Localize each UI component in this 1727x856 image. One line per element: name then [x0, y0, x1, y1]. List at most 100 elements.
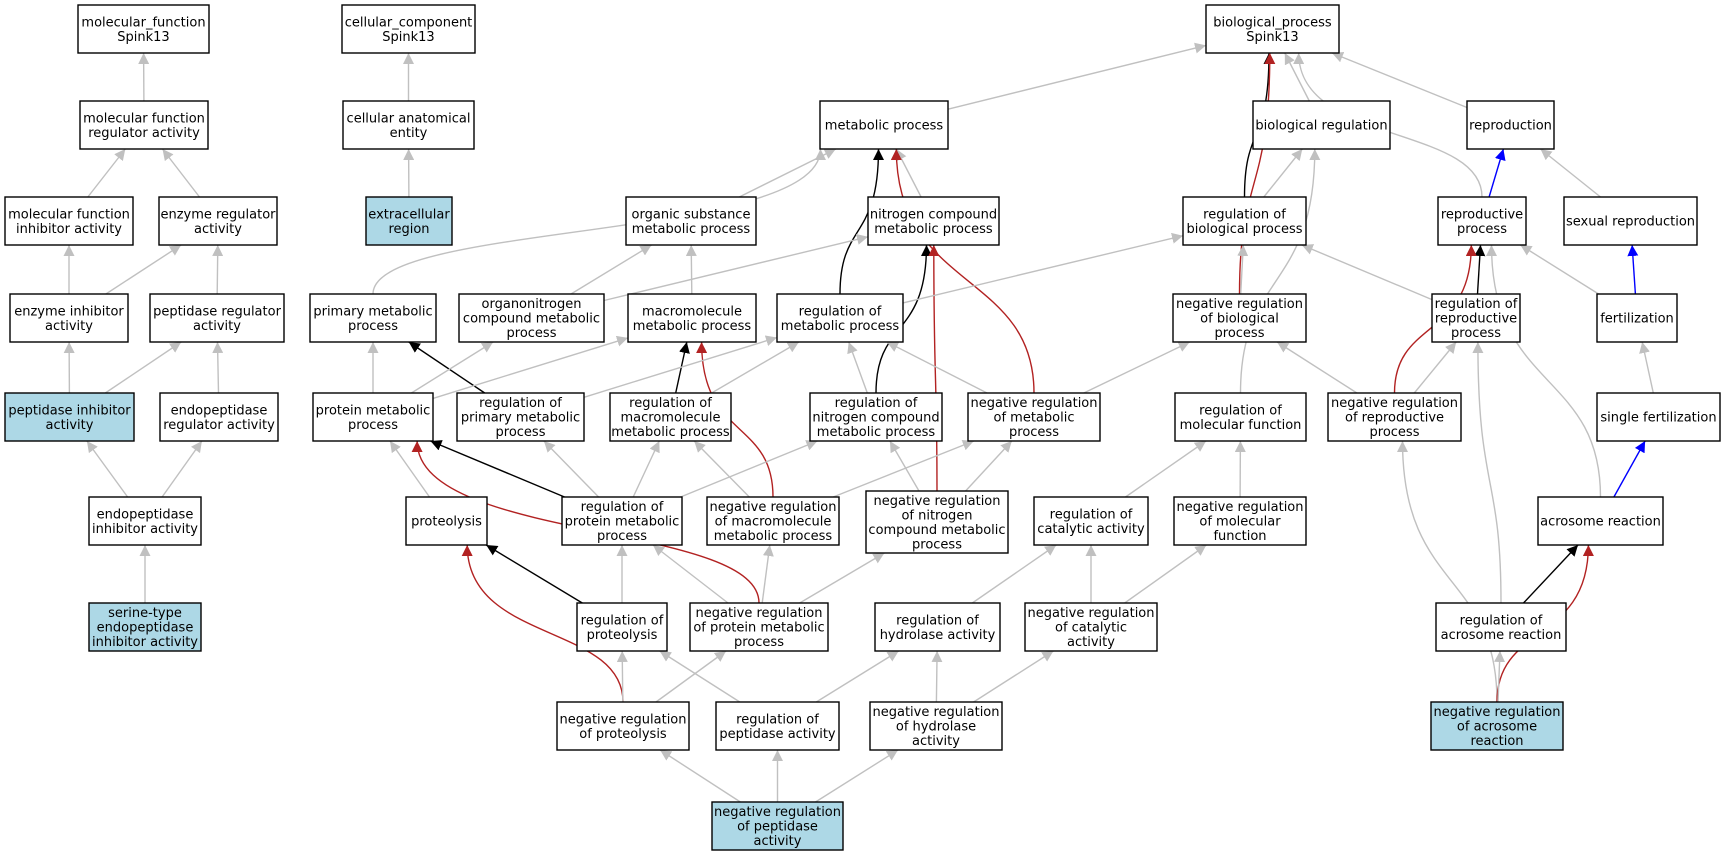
node-label-line: metabolic process	[633, 319, 752, 334]
node-box	[1173, 496, 1307, 546]
edge-is-a-rpa-to-rha	[815, 650, 900, 703]
node-label-line: endopeptidase	[97, 507, 194, 522]
edge-is-a-proteo-to-protmp	[389, 440, 431, 498]
go-term-node-proteo[interactable]: proteolysis	[405, 496, 488, 546]
edge-is-a-nrmmp-to-rmmp	[693, 440, 750, 498]
node-label-line: negative regulation	[1433, 705, 1560, 720]
go-term-node-bioreg[interactable]: biological regulation	[1252, 100, 1391, 150]
node-label-line: hydrolase activity	[880, 628, 996, 643]
node-label-line: nitrogen compound	[870, 207, 997, 222]
edge-is-a-rprotmp-to-rmmp	[632, 440, 660, 498]
go-term-node-fert[interactable]: fertilization	[1596, 293, 1678, 343]
edge-is-a-mmp-to-osmp	[685, 244, 697, 295]
edge-is-a-osmp-to-metab	[738, 148, 837, 198]
edge-is-a-nrprotmp-to-nrmmp	[761, 544, 774, 604]
node-label-line: process	[1451, 326, 1501, 341]
edge-is-a-nrmmp-to-nrmp	[832, 439, 975, 498]
node-label-line: regulation of	[1203, 207, 1286, 222]
node-label-line: process	[348, 319, 398, 334]
edge-negatively-regulates-nrbp-to-bp	[1238, 52, 1276, 295]
node-label-line: Spink13	[117, 30, 169, 45]
node-box	[79, 100, 209, 150]
node-label-line: proteolysis	[587, 628, 658, 643]
edge-is-a-sr-to-repro	[1540, 148, 1601, 198]
node-box	[625, 196, 757, 246]
go-term-node-sr[interactable]: sexual reproduction	[1563, 196, 1698, 246]
node-box	[556, 701, 690, 751]
node-box	[865, 490, 1009, 554]
go-term-node-sf[interactable]: single fertilization	[1596, 392, 1721, 442]
edge-is-a-rmmp-to-rmp	[711, 341, 800, 394]
node-label-line: compound metabolic	[868, 523, 1005, 538]
go-term-node-metab[interactable]: metabolic process	[819, 100, 949, 150]
node-box	[159, 392, 279, 442]
node-label-line: cellular anatomical	[347, 111, 471, 126]
node-box	[1435, 602, 1567, 652]
node-box	[689, 602, 829, 652]
node-label-line: regulation of	[896, 613, 979, 628]
node-label-line: negative regulation	[714, 805, 841, 820]
go-term-node-ar[interactable]: acrosome reaction	[1537, 496, 1664, 546]
node-box	[711, 801, 844, 851]
node-box	[1437, 196, 1527, 246]
node-label-line: Spink13	[1246, 30, 1298, 45]
node-label-line: of reproductive	[1345, 411, 1444, 426]
edge-is-a-nrprotmp-to-nrncmp	[799, 552, 885, 604]
node-label-line: of proteolysis	[579, 727, 667, 742]
node-label-line: protein metabolic	[565, 515, 680, 530]
node-box	[9, 293, 129, 343]
node-box	[1431, 293, 1521, 343]
node-label-line: molecular function	[83, 111, 205, 126]
node-label-line: process	[734, 635, 784, 650]
go-term-node-repro[interactable]: reproduction	[1466, 100, 1555, 150]
node-label-line: endopeptidase	[97, 621, 194, 636]
edge-is-a-nrmp-to-nrbp	[1083, 341, 1191, 394]
